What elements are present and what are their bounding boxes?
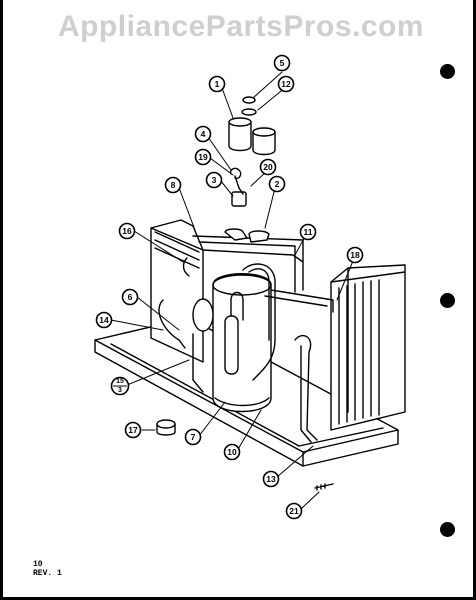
callout-19-label: 19: [198, 152, 208, 162]
callout-18-label: 18: [350, 250, 360, 260]
callout-21: 21: [285, 502, 303, 520]
callout-12-label: 12: [281, 79, 291, 89]
callout-5-label: 5: [280, 58, 285, 68]
callout-20: 20: [259, 158, 277, 176]
callout-1: 1: [208, 75, 226, 93]
page-reference: 10 REV. 1: [33, 560, 62, 578]
callout-15-label: 15: [116, 378, 124, 385]
callout-6: 6: [121, 288, 139, 306]
callout-16: 16: [118, 222, 136, 240]
callout-18: 18: [346, 246, 364, 264]
callout-10-label: 10: [227, 447, 237, 457]
grommet-part: [156, 419, 176, 436]
callout-17: 17: [124, 421, 142, 439]
callout-11: 11: [299, 223, 317, 241]
revision-label: REV. 1: [33, 569, 62, 578]
condenser-coil: [330, 264, 406, 431]
watermark-logo: AppliancePartsPros.com: [57, 10, 425, 43]
callout-7: 7: [184, 428, 202, 446]
callout-21-label: 21: [289, 506, 299, 516]
fan-motor-assembly: [224, 96, 276, 243]
callout-14-label: 14: [99, 315, 109, 325]
callout-8: 8: [164, 176, 182, 194]
callout-6-label: 6: [128, 292, 133, 302]
screw-part: [314, 483, 334, 491]
callout-19: 19: [194, 148, 212, 166]
callout-15-sub-label: 3: [118, 387, 122, 394]
callout-11-label: 11: [304, 227, 313, 237]
callout-2: 2: [268, 175, 286, 193]
accumulator: [224, 291, 244, 375]
callout-13-label: 13: [266, 474, 276, 484]
fan-ring: [192, 298, 214, 332]
page-number: 10: [33, 560, 43, 569]
binding-hole-middle: [440, 293, 455, 308]
callout-20-label: 20: [263, 162, 273, 172]
callout-17-label: 17: [128, 425, 138, 435]
callout-14: 14: [95, 311, 113, 329]
callout-3-label: 3: [212, 175, 217, 185]
callout-13: 13: [262, 470, 280, 488]
binding-hole-top: [440, 64, 455, 79]
callout-5: 5: [273, 54, 291, 72]
callout-4: 4: [194, 125, 212, 143]
callout-12: 12: [277, 75, 295, 93]
callout-4-label: 4: [201, 129, 206, 139]
callout-2-label: 2: [275, 179, 280, 189]
exploded-view-drawing: 1 5 12 4 19 20 3 2 8 16 11 18 6 14 15 3 …: [94, 54, 406, 520]
callout-16-label: 16: [122, 226, 132, 236]
callout-3: 3: [205, 171, 223, 189]
binding-hole-bottom: [440, 522, 455, 537]
callout-8-label: 8: [171, 180, 176, 190]
callout-10: 10: [223, 443, 241, 461]
callout-1-label: 1: [215, 79, 220, 89]
callout-15-over-3: 15 3: [110, 376, 130, 396]
evaporator-coil: [150, 219, 304, 363]
callout-7-label: 7: [191, 432, 196, 442]
